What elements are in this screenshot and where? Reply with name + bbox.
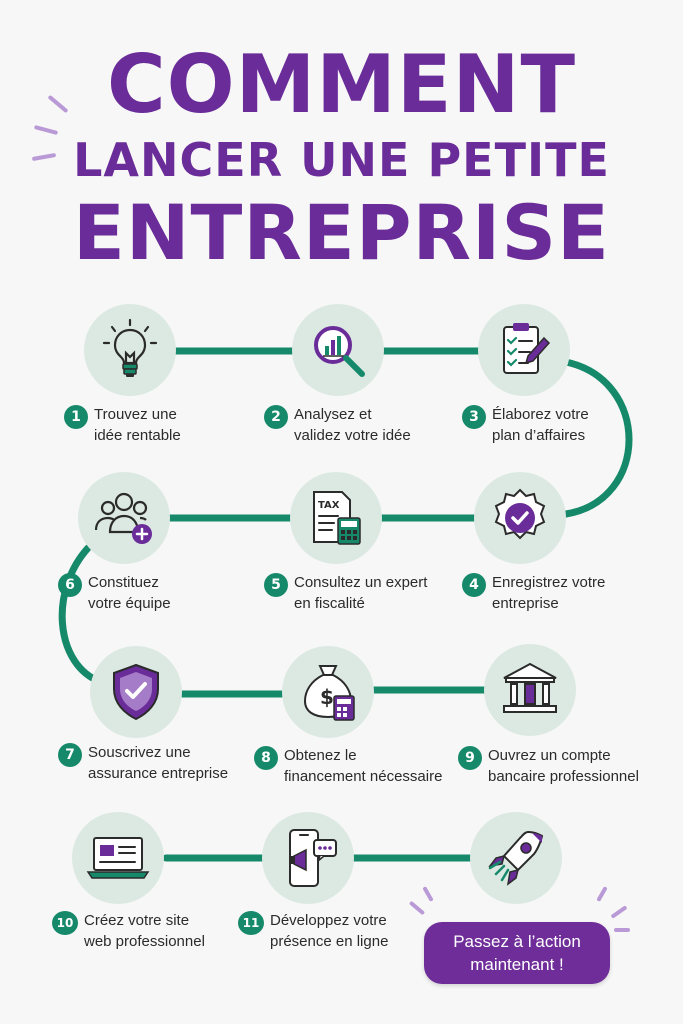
step-3-number: 3 — [462, 405, 486, 429]
bank-icon — [503, 662, 557, 713]
step-3-label: Élaborez votre plan d’affaires — [492, 406, 589, 444]
step-4-number: 4 — [462, 573, 486, 597]
step-1-number: 1 — [64, 405, 88, 429]
clipboard-checklist-icon — [503, 323, 551, 374]
step-5: 5 Consultez un expert en fiscalité — [264, 572, 427, 614]
step-6-label: Constituez votre équipe — [88, 574, 171, 612]
step-7-label: Souscrivez une assurance entreprise — [88, 744, 229, 782]
step-8-icon-circle: $ — [282, 646, 374, 738]
step-7-icon-circle — [90, 646, 182, 738]
step-7: 7 Souscrivez une assurance entreprise — [58, 742, 228, 784]
call-to-action-button[interactable]: Passez à l’action maintenant ! — [424, 922, 610, 984]
team-add-icon — [94, 492, 152, 544]
title-line-1: COMMENT — [106, 38, 577, 131]
step-2-number: 2 — [264, 405, 288, 429]
step-11: 11 Développez votre présence en ligne — [238, 910, 388, 952]
step-1-icon-circle — [84, 304, 176, 396]
svg-text:$: $ — [320, 685, 334, 709]
step-4: 4 Enregistrez votre entreprise — [462, 572, 605, 614]
laptop-icon — [86, 837, 150, 879]
step-8: 8 Obtenez le financement nécessaire — [254, 745, 442, 787]
money-bag-icon: $ — [303, 665, 355, 721]
step-2-icon-circle — [292, 304, 384, 396]
lightbulb-icon — [102, 318, 158, 377]
step-10-label: Créez votre site web professionnel — [84, 912, 205, 950]
magnifier-chart-icon — [314, 326, 365, 377]
step-6-number: 6 — [58, 573, 82, 597]
step-11-label: Développez votre présence en ligne — [270, 912, 389, 950]
step-7-number: 7 — [58, 743, 82, 767]
step-4-label: Enregistrez votre entreprise — [492, 574, 606, 612]
step-2-label: Analysez et validez votre idée — [294, 406, 411, 444]
step-10: 10 Créez votre site web professionnel — [52, 910, 205, 952]
title-line-2: LANCER UNE PETITE — [73, 133, 610, 187]
step-8-label: Obtenez le financement nécessaire — [284, 747, 443, 785]
title-line-3: ENTREPRISE — [73, 188, 610, 277]
step-9-icon-circle — [484, 644, 576, 736]
step-5-number: 5 — [264, 573, 288, 597]
phone-megaphone-icon — [289, 829, 337, 887]
tax-calculator-icon: TAX — [313, 491, 361, 545]
step-1-label: Trouvez une idée rentable — [94, 406, 181, 444]
badge-check-icon — [494, 488, 546, 540]
step-3-icon-circle — [478, 304, 570, 396]
step-9-number: 9 — [458, 746, 482, 770]
step-1: 1 Trouvez une idée rentable — [64, 404, 181, 446]
step-11-icon-circle — [262, 812, 354, 904]
rocket-icon — [488, 830, 544, 886]
step-2: 2 Analysez et validez votre idée — [264, 404, 411, 446]
step-8-number: 8 — [254, 746, 278, 770]
step-5-icon-circle: TAX — [290, 472, 382, 564]
step-4-icon-circle — [474, 472, 566, 564]
shield-check-icon — [113, 663, 159, 721]
step-5-label: Consultez un expert en fiscalité — [294, 574, 428, 612]
step-6: 6 Constituez votre équipe — [58, 572, 171, 614]
step-10-icon-circle — [72, 812, 164, 904]
step-9: 9 Ouvrez un compte bancaire professionne… — [458, 745, 639, 787]
step-3: 3 Élaborez votre plan d’affaires — [462, 404, 589, 446]
step-9-label: Ouvrez un compte bancaire professionnel — [488, 747, 639, 785]
rocket-icon-circle — [470, 812, 562, 904]
step-10-number: 10 — [52, 911, 78, 935]
svg-text:TAX: TAX — [318, 500, 340, 511]
step-6-icon-circle — [78, 472, 170, 564]
step-11-number: 11 — [238, 911, 264, 935]
